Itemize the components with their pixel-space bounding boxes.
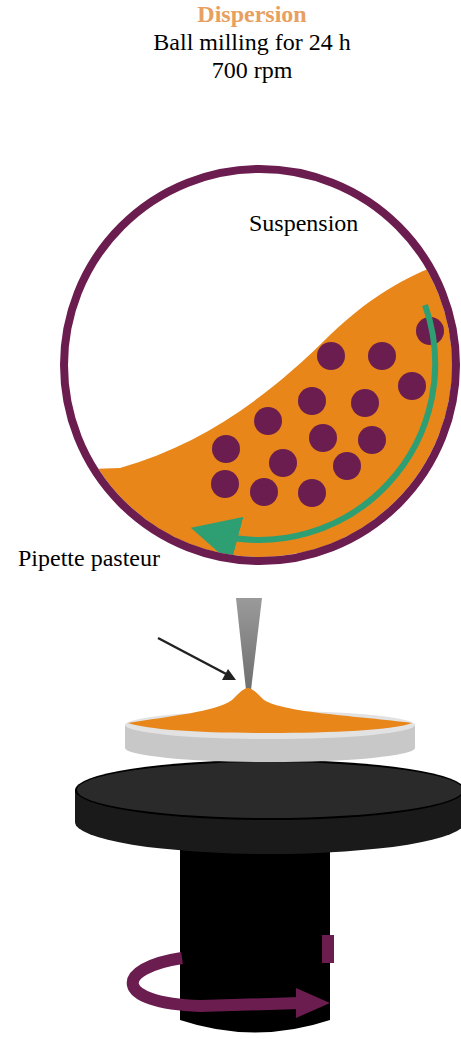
- suspension: [60, 262, 461, 580]
- spin-coater: [75, 688, 461, 1033]
- milling-jar: Suspension: [56, 161, 461, 569]
- milling-balls: [211, 317, 444, 507]
- speed-label: 700 rpm: [212, 56, 293, 84]
- jar-label: Suspension: [249, 209, 358, 237]
- leader-head: [222, 669, 236, 680]
- pipette-label: Pipette pasteur: [18, 544, 160, 572]
- process-label: Ball milling for 24 h: [153, 28, 350, 56]
- pipette: [236, 598, 262, 690]
- leader-line: [158, 638, 230, 676]
- heading: Dispersion: [197, 0, 306, 28]
